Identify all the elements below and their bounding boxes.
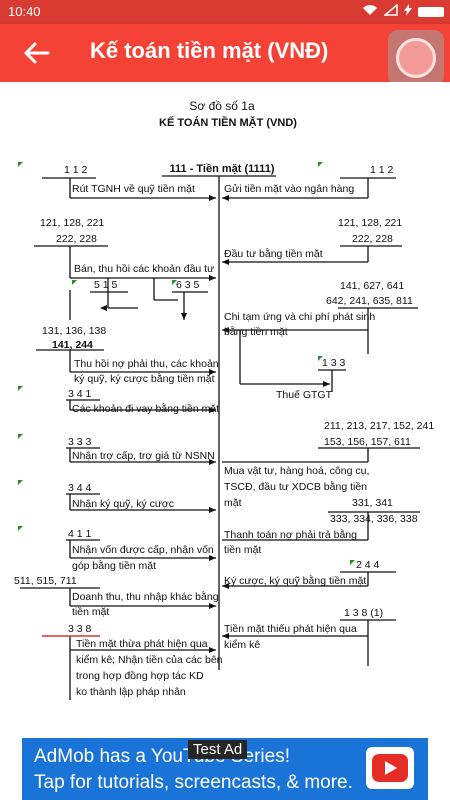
page-title: Kế toán tiền mặt (VNĐ)	[90, 38, 329, 63]
entry-label: Bán, thu hồi các khoản đầu tư	[74, 263, 214, 275]
status-bar: 10:40	[0, 0, 450, 24]
entry-label: tiền mặt	[224, 544, 261, 556]
entry-label: ko thành lập pháp nhân	[76, 686, 186, 698]
entry-label: kiểm kê; Nhận tiền của các bên	[76, 654, 223, 666]
app-bar: Kế toán tiền mặt (VNĐ)	[0, 24, 450, 82]
entry-label: kiểm kê	[224, 639, 260, 651]
account-code: 3 4 1	[68, 388, 92, 400]
arrow-back-icon	[24, 42, 50, 64]
diagram-subheading: KẾ TOÁN TIỀN MẶT (VND)	[159, 116, 297, 129]
youtube-play-icon	[366, 747, 414, 789]
ad-headline: AdMob has a YouTube Series!	[34, 746, 290, 767]
floating-assist-button[interactable]	[388, 30, 444, 86]
account-code: 211, 213, 217, 152, 241	[324, 420, 434, 432]
battery-icon	[418, 6, 444, 17]
diagram-view: Sơ đồ số 1a KẾ TOÁN TIỀN MẶT (VND) 111 -…	[0, 82, 450, 737]
entry-label: mặt	[224, 497, 242, 509]
entry-label: góp bằng tiền mặt	[72, 559, 156, 572]
entry-label: ký quỹ, ký cược bằng tiền mặt	[74, 372, 215, 385]
account-code: 222, 228	[56, 233, 97, 245]
entry-label: Các khoản đi vay bằng tiền mặt	[72, 402, 219, 415]
signal-icon	[382, 3, 398, 19]
accounting-diagram: Sơ đồ số 1a KẾ TOÁN TIỀN MẶT (VND) 111 -…	[14, 99, 434, 700]
account-code: 3 3 3	[68, 436, 92, 448]
wifi-icon	[362, 4, 378, 19]
account-code: 331, 341	[352, 497, 393, 509]
entry-label: Tiền mặt thiếu phát hiện qua	[224, 623, 357, 635]
account-code: 1 3 8 (1)	[344, 607, 383, 619]
charging-icon	[404, 4, 412, 19]
account-code: 2 4 4	[356, 559, 380, 571]
circle-icon	[396, 38, 436, 78]
diagram-heading: Sơ đồ số 1a	[189, 99, 255, 113]
entry-label: Tiền mặt thừa phát hiện qua	[76, 638, 208, 650]
account-code: 1 3 3	[322, 357, 346, 369]
account-code: 642, 241, 635, 811	[326, 295, 413, 307]
entry-label: Thanh toán nợ phải trả bằng	[224, 528, 357, 541]
account-code: 4 1 1	[68, 528, 92, 540]
account-code: 153, 156, 157, 611	[324, 436, 411, 448]
entry-label: Nhận trợ cấp, trợ giá từ NSNN	[72, 450, 215, 462]
account-code: 5 1 5	[94, 279, 118, 291]
entry-label: Thu hồi nợ phải thu, các khoản	[74, 358, 219, 370]
entry-label: Doanh thu, thu nhập khác bằng	[72, 590, 219, 603]
entry-label: Đầu tư bằng tiền mặt	[224, 247, 323, 260]
account-code: 6 3 5	[176, 279, 200, 291]
account-code: 511, 515, 711	[14, 575, 77, 587]
account-code: 141, 627, 641	[340, 280, 404, 292]
center-account-label: 111 - Tiền mặt (1111)	[170, 163, 275, 175]
status-time: 10:40	[8, 4, 41, 19]
account-code: 141, 244	[52, 339, 93, 351]
entry-label: trong hợp đồng hợp tác KD	[76, 670, 204, 682]
entry-label: Rút TGNH về quỹ tiền mặt	[72, 183, 195, 195]
entry-label: Thuế GTGT	[276, 389, 333, 401]
test-ad-badge: Test Ad	[188, 740, 248, 759]
account-code: 1 1 2	[64, 164, 88, 176]
entry-label: Gửi tiền mặt vào ngân hàng	[224, 183, 354, 195]
entry-label: Nhận ký quỹ, ký cược	[72, 498, 174, 510]
status-icons	[362, 3, 444, 19]
entry-label: Chi tạm ứng và chi phí phát sinh	[224, 311, 375, 323]
account-code: 121, 128, 221	[338, 217, 402, 229]
entry-label: TSCĐ, đầu tư XDCB bằng tiền	[224, 480, 367, 493]
account-code: 333, 334, 336, 338	[330, 513, 418, 525]
entry-label: Ký cược, ký quỹ bằng tiền mặt	[224, 574, 366, 587]
entry-label: Nhận vốn được cấp, nhận vốn	[72, 544, 214, 556]
entry-label: tiền mặt	[72, 606, 109, 618]
ad-body: Tap for tutorials, screencasts, & more.	[34, 772, 353, 793]
account-code: 1 1 2	[370, 164, 394, 176]
account-code: 3 3 8	[68, 623, 92, 635]
account-code: 131, 136, 138	[42, 325, 106, 337]
entry-label: bằng tiền mặt	[224, 325, 288, 338]
account-code: 121, 128, 221	[40, 217, 104, 229]
account-code: 222, 228	[352, 233, 393, 245]
entry-label: Mua vật tư, hàng hoá, công cụ,	[224, 465, 369, 477]
account-code: 3 4 4	[68, 482, 92, 494]
back-button[interactable]	[20, 36, 54, 70]
